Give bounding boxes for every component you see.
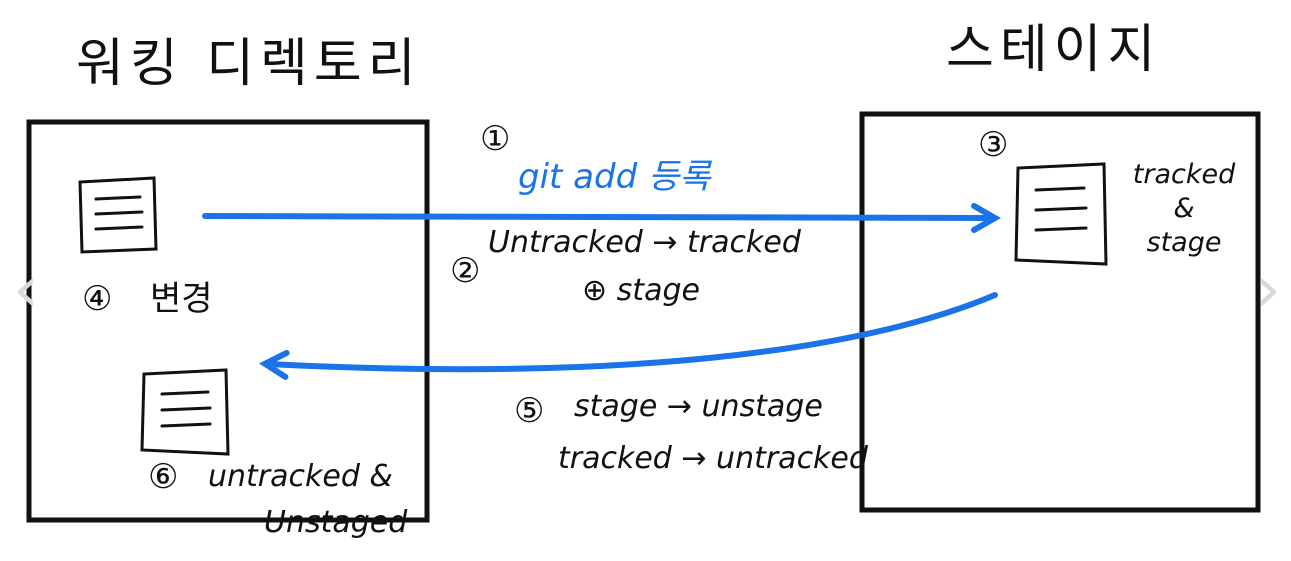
stage-side-line-2: &	[1173, 192, 1195, 224]
git-add-arrow	[202, 202, 1002, 233]
stage-title: 스테이지	[946, 20, 1162, 80]
step-2-line-2: ⊕ stage	[582, 273, 700, 308]
working-directory-title: 워킹 디렉토리	[76, 34, 422, 94]
working-directory-box	[26, 119, 430, 523]
stage-box	[859, 111, 1261, 513]
step-1-number: ①	[480, 119, 511, 159]
file-icon	[78, 176, 158, 254]
step-5-line-2: tracked → untracked	[558, 441, 868, 476]
step-6-number: ⑥	[148, 457, 179, 497]
chevron-left-icon[interactable]: ‹	[13, 253, 39, 327]
step-6-line-2: Unstaged	[264, 505, 408, 540]
unstage-arrow	[258, 292, 998, 380]
step-4-label: 변경	[150, 279, 213, 319]
file-icon	[140, 368, 230, 456]
stage-side-line-3: stage	[1146, 226, 1222, 258]
git-add-label: git add 등록	[518, 157, 711, 197]
chevron-right-icon[interactable]: ›	[1255, 253, 1281, 327]
step-2-line-1: Untracked → tracked	[488, 225, 801, 260]
step-2-number: ②	[450, 251, 481, 291]
step-3-number: ③	[978, 125, 1009, 165]
stage-side-label: tracked & stage	[1132, 158, 1236, 259]
step-4-number: ④	[82, 279, 113, 319]
step-5-line-1: stage → unstage	[574, 389, 823, 424]
step-6-line-1: untracked &	[208, 459, 393, 494]
step-5-number: ⑤	[514, 391, 545, 431]
stage-side-line-1: tracked	[1132, 159, 1236, 190]
file-icon	[1014, 162, 1108, 266]
